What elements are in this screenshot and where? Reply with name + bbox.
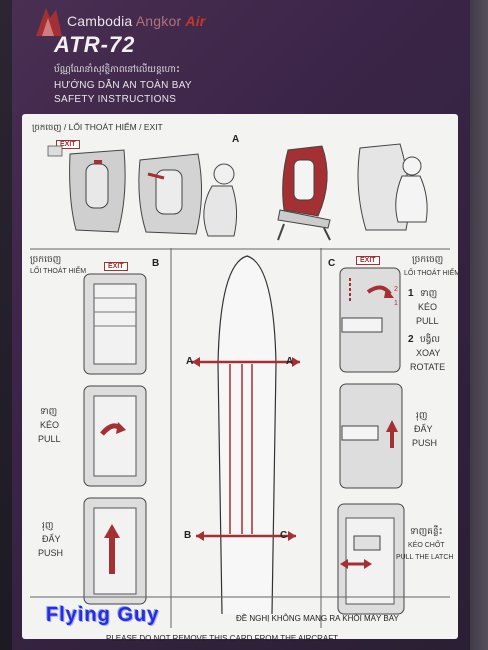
section-a-label: A (232, 134, 240, 145)
exit-sign-c: EXIT (356, 256, 380, 265)
exit-sign-a: EXIT (56, 140, 80, 149)
section-b-label: B (152, 258, 160, 269)
footer-en: PLEASE DO NOT REMOVE THIS CARD FROM THE … (106, 634, 339, 643)
step2-en: ROTATE (410, 362, 446, 372)
section-b-khmer: ច្រកចេញ (30, 254, 62, 264)
push-vi: ĐẨY (42, 534, 61, 544)
horizontal-divider (30, 248, 450, 250)
section-c-khmer: ច្រកចេញ (412, 254, 444, 264)
step1-km: ទាញ (420, 288, 438, 298)
step1-vi: KÉO (418, 302, 438, 312)
c-push-vi: ĐẨY (414, 424, 433, 434)
khmer-title: ប័ណ្ណណែនាំសុវត្ថិភាពនៅលើយន្តហោះ (54, 64, 180, 74)
section-a-heading: ច្រកចេញ / LỐI THOÁT HIỂM / EXIT (32, 122, 163, 132)
watermark-text: Flying Guy (46, 604, 160, 626)
vietnamese-title: HƯỚNG DẪN AN TOÀN BAY (54, 80, 192, 91)
section-c-label: C (328, 258, 336, 269)
latch-en: PULL THE LATCH (396, 554, 454, 561)
aircraft-label-c: C (280, 530, 288, 541)
pull-km: ទាញ (40, 406, 58, 416)
footer-divider (30, 596, 450, 598)
aircraft-label-b: B (184, 530, 192, 541)
step1-en: PULL (416, 316, 439, 326)
vertical-divider-left (170, 248, 172, 628)
airline-logo-icon (36, 8, 62, 36)
latch-km: ទាញគន្លឹះ (410, 526, 443, 536)
section-b-doors (83, 273, 147, 605)
step2-km: បង្វិល (420, 334, 440, 344)
c-push-km: រុញ (416, 410, 428, 420)
push-km: រុញ (42, 520, 54, 530)
airline-brand: Cambodia Angkor Air (67, 13, 205, 29)
c-arrow-1: 1 (394, 300, 398, 307)
aircraft-diagram (192, 255, 300, 615)
brand-cambodia: Cambodia (67, 13, 133, 29)
aircraft-label-a-left: A (186, 356, 194, 367)
vertical-divider-right (320, 248, 322, 628)
footer-vi: ĐỀ NGHỊ KHÔNG MANG RA KHỎI MÁY BAY (236, 614, 399, 623)
card-header: Cambodia Angkor Air ATR-72 ប័ណ្ណណែនាំសុវ… (12, 0, 470, 112)
instruction-panel: ច្រកចេញ / LỐI THOÁT HIỂM / EXIT A EXIT ច… (22, 114, 461, 639)
section-a-illustration (47, 143, 428, 241)
c-arrow-2: 2 (394, 286, 398, 293)
brand-air: Air (185, 13, 206, 29)
exit-sign-b: EXIT (104, 262, 128, 271)
step2-num: 2 (408, 334, 414, 345)
brand-angkor: Angkor (135, 13, 182, 29)
section-b-vi-heading: LỐI THOÁT HIỂM (30, 268, 87, 275)
step2-vi: XOAY (416, 348, 441, 358)
push-en: PUSH (38, 548, 64, 558)
section-c-doors (337, 267, 405, 615)
step1-num: 1 (408, 288, 414, 299)
pull-en: PULL (38, 434, 61, 444)
aircraft-model: ATR-72 (54, 32, 136, 57)
aircraft-label-a-right: A (286, 356, 294, 367)
english-title: SAFETY INSTRUCTIONS (54, 94, 177, 105)
latch-vi: KÉO CHỐT (408, 542, 445, 549)
pull-vi: KÉO (40, 420, 60, 430)
c-push-en: PUSH (412, 438, 438, 448)
section-c-vi-heading: LỐI THOÁT HIỂM (404, 270, 461, 277)
